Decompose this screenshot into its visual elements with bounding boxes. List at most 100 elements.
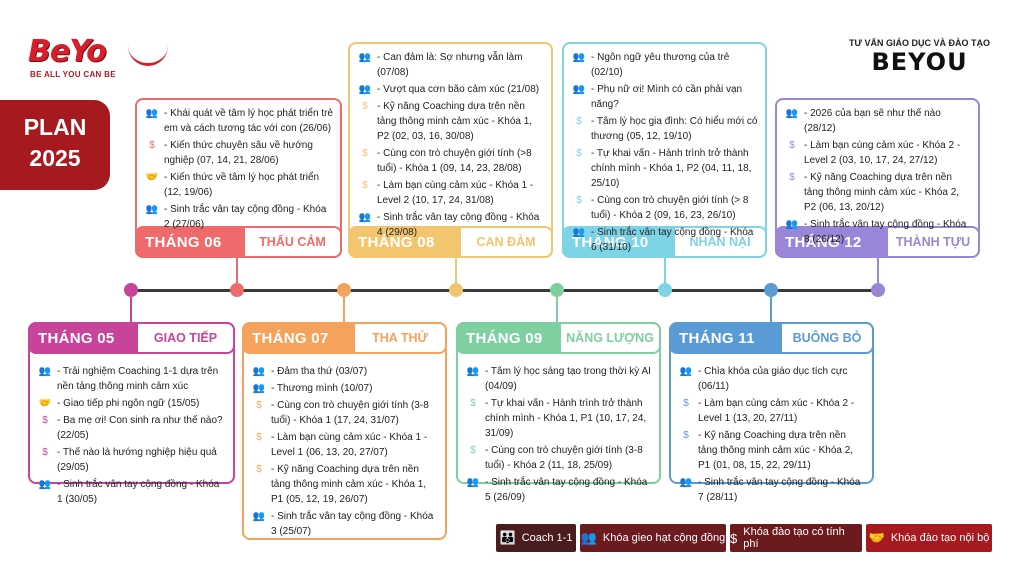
month-header: THÁNG 06 THẤU CẢM xyxy=(135,226,342,258)
activity-text: - Làm bạn cùng cảm xúc - Khóa 1 - Level … xyxy=(377,180,534,206)
activity-text: - Tự khai vấn - Hành trình trở thành chí… xyxy=(591,148,752,189)
paid-course-icon: $ xyxy=(256,432,262,443)
timeline-stem xyxy=(236,258,238,283)
activity-item: 👥- Trải nghiệm Coaching 1-1 dựa trên nền… xyxy=(36,364,227,394)
activity-item: $- Làm bạn cùng cảm xúc - Khóa 1 - Level… xyxy=(250,430,439,460)
timeline-dot xyxy=(871,283,885,297)
timeline-dot xyxy=(230,283,244,297)
legend-label: Khóa gieo hạt cộng đồng xyxy=(602,532,726,544)
month-label: THÁNG 09 xyxy=(466,329,543,347)
month-theme: THÀNH TỰU xyxy=(888,228,978,256)
activity-item: $- Tự khai vấn - Hành trình trở thành ch… xyxy=(570,146,759,191)
activity-text: - Khái quát về tâm lý học phát triển trẻ… xyxy=(164,108,333,134)
activity-text: - Cùng con trò chuyện giới tính (3-8 tuổ… xyxy=(485,445,643,471)
timeline-stem xyxy=(343,297,345,322)
community-icon: 👥 xyxy=(252,511,266,522)
paid-course-icon: $ xyxy=(149,140,155,151)
paid-course-icon: $ xyxy=(576,116,582,127)
activity-text: - Sinh trắc vân tay cộng đồng - Khóa 3 (… xyxy=(271,511,434,537)
community-icon: 👥 xyxy=(679,477,693,488)
paid-course-icon: $ xyxy=(683,430,689,441)
community-icon: 👥 xyxy=(785,108,799,119)
month-label: THÁNG 05 xyxy=(38,329,115,347)
month-label: THÁNG 07 xyxy=(252,329,329,347)
timeline-dot xyxy=(337,283,351,297)
activity-text: - Sinh trắc vân tay cộng đồng - Khóa 5 (… xyxy=(485,477,648,503)
paid-course-icon: $ xyxy=(789,140,795,151)
paid-course-icon: $ xyxy=(470,398,476,409)
community-icon: 👥 xyxy=(679,366,693,377)
activity-item: 👥- 2026 của bạn sẽ như thế nào (28/12) xyxy=(783,106,972,136)
community-icon: 👥 xyxy=(252,383,266,394)
plan-banner: PLAN 2025 xyxy=(0,100,110,190)
month-label: THÁNG 08 xyxy=(358,233,435,251)
activity-item: $ - Làm bạn cùng cảm xúc - Khóa 1 - Level… xyxy=(356,178,545,208)
activity-text: - Kiến thức chuyên sâu về hướng nghiệp (… xyxy=(164,140,313,166)
activity-item: 👥 - Khái quát về tâm lý học phát triển tr… xyxy=(143,106,334,136)
community-icon: 👥 xyxy=(572,52,586,63)
activity-item: 👥- Sinh trắc vân tay cộng đồng - Khóa 5 … xyxy=(464,475,653,505)
activity-item: 👥- Đảm tha thứ (03/07) xyxy=(250,364,439,379)
logo-wordmark: BeYo xyxy=(28,34,107,69)
timeline-stem xyxy=(770,297,772,322)
activity-text: - Phụ nữ ơi! Mình có cần phải vạn năng? xyxy=(591,84,743,110)
month-theme: THẤU CẢM xyxy=(245,228,340,256)
activity-text: - Làm bạn cùng cảm xúc - Khóa 2 - Level … xyxy=(698,398,855,424)
timeline-dot xyxy=(658,283,672,297)
legend-label: Khóa đào tạo nội bộ xyxy=(890,532,990,544)
community-icon: 👥 xyxy=(580,530,597,545)
community-icon: 👥 xyxy=(145,108,159,119)
activity-list: 👥- Can đảm là: Sợ nhưng vẫn làm (07/08)👥… xyxy=(350,50,551,242)
activity-list: 👥- Trải nghiệm Coaching 1-1 dựa trên nền… xyxy=(30,364,233,509)
paid-course-icon: $ xyxy=(42,415,48,426)
activity-text: - Sinh trắc vân tay cộng đồng - Khóa 4 (… xyxy=(377,212,540,238)
activity-item: 👥 - Sinh trắc vân tay cộng đồng - Khóa 3 … xyxy=(250,509,439,539)
activity-text: - Kỹ năng Coaching dựa trên nền tảng thô… xyxy=(804,172,960,213)
activity-item: $ - Cùng con trò chuyện giới tính (3-8 tu… xyxy=(464,443,653,473)
community-icon: 👥 xyxy=(785,219,799,230)
paid-course-icon: $ xyxy=(362,180,368,191)
timeline-line xyxy=(130,289,880,292)
activity-item: $- Làm bạn cùng cảm xúc - Khóa 2 - Level… xyxy=(677,396,866,426)
paid-course-icon: $ xyxy=(362,148,368,159)
timeline-stem xyxy=(130,297,132,322)
activity-text: - Chìa khóa của giáo dục tích cực (06/11… xyxy=(698,366,848,392)
timeline-dot xyxy=(550,283,564,297)
people-group-icon: 👪 xyxy=(499,530,516,545)
paid-course-icon: $ xyxy=(256,400,262,411)
activity-item: $- Kỹ năng Coaching dựa trên nền tảng th… xyxy=(250,462,439,507)
activity-item: 👥- Sinh trắc vân tay cộng đồng - Khóa 2 … xyxy=(143,202,334,232)
activity-text: - Thế nào là hướng nghiệp hiệu quả (29/0… xyxy=(57,447,217,473)
community-icon: 👥 xyxy=(572,227,586,238)
month-theme: NĂNG LƯỢNG xyxy=(561,324,659,352)
activity-text: - Sinh trắc vân tay cộng đồng - Khóa 2 (… xyxy=(164,204,327,230)
timeline-stem xyxy=(455,258,457,283)
activity-item: $- Cùng con trò chuyện giới tính (>8 tuổ… xyxy=(356,146,545,176)
activity-text: - Kỹ năng Coaching dựa trên nền tảng thô… xyxy=(271,464,427,505)
activity-list: 👥- Tâm lý học sáng tạo trong thời kỳ AI … xyxy=(458,364,659,507)
activity-item: 👥- Sinh trắc vân tay cộng đồng - Khóa 1 … xyxy=(36,477,227,507)
activity-text: - Giao tiếp phi ngôn ngữ (15/05) xyxy=(57,398,200,409)
month-label: THÁNG 06 xyxy=(145,233,222,251)
brand-subtitle: TƯ VẤN GIÁO DỤC VÀ ĐÀO TẠO xyxy=(849,38,990,48)
month-theme: BUÔNG BỎ xyxy=(782,324,872,352)
activity-item: 👥- Thương mình (10/07) xyxy=(250,381,439,396)
activity-text: - Tự khai vấn - Hành trình trở thành chí… xyxy=(485,398,647,439)
activity-item: $ - Kiến thức chuyên sâu về hướng nghiệp … xyxy=(143,138,334,168)
timeline-dot xyxy=(764,283,778,297)
activity-item: $- Cùng con trò chuyện giới tính (> 8 tu… xyxy=(570,193,759,223)
plan-year: 2025 xyxy=(29,145,81,171)
activity-item: $- Thế nào là hướng nghiệp hiệu quả (29/… xyxy=(36,445,227,475)
paid-course-icon: $ xyxy=(789,172,795,183)
month-theme: NHẪN NẠI xyxy=(675,228,765,256)
timeline-stem xyxy=(556,297,558,322)
activity-text: - Sinh trắc vân tay cộng đồng - Khóa 1 (… xyxy=(57,479,220,505)
paid-course-icon: $ xyxy=(470,445,476,456)
